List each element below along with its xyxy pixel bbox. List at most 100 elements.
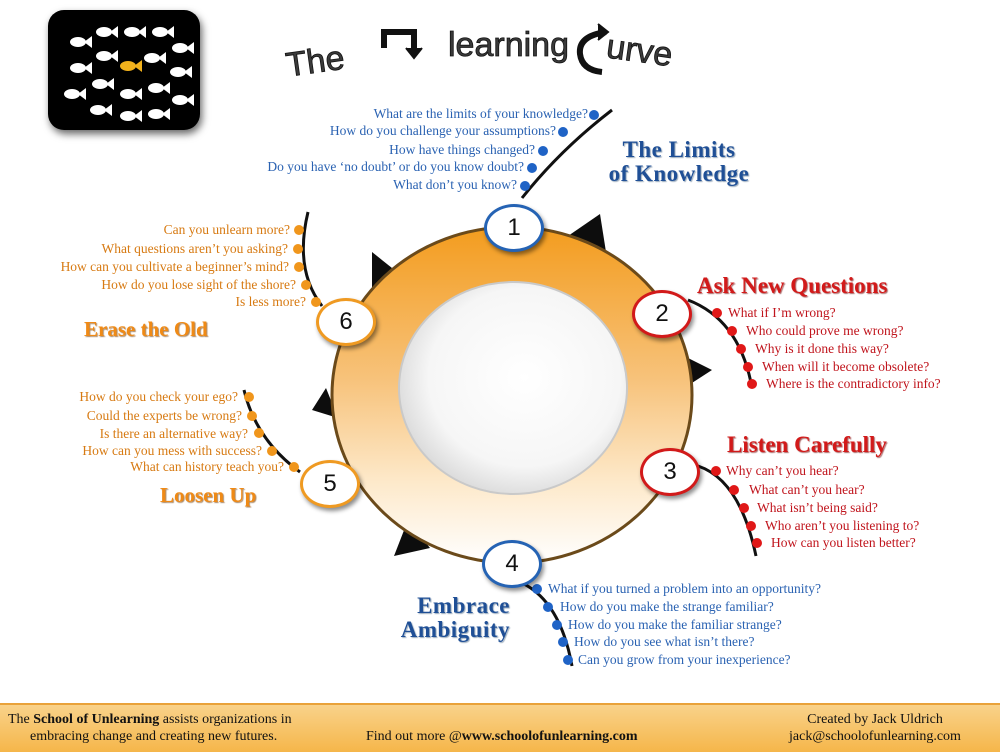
dots-section-3 <box>711 466 762 548</box>
section-1-heading: The Limits of Knowledge <box>604 137 754 187</box>
step-5-circle: 5 <box>300 460 360 508</box>
dots-section-2 <box>712 308 757 389</box>
footer-credit-line1: Created by Jack Uldrich <box>807 712 943 727</box>
section-5-heading: Loosen Up <box>160 483 257 507</box>
footer-website-link[interactable]: www.schoolofunlearning.com <box>461 729 638 744</box>
curve-line-4 <box>519 580 574 667</box>
bullet-dot <box>747 379 757 389</box>
dots-section-1 <box>520 110 599 191</box>
s5-question: How can you mess with success? <box>82 443 262 458</box>
curve-arrow-icon <box>576 23 610 75</box>
bullet-dot <box>543 602 553 612</box>
fish-logo <box>48 10 200 130</box>
bullet-dot <box>532 584 542 594</box>
bullet-dot <box>294 262 304 272</box>
bullet-dot <box>712 308 722 318</box>
footer-find-out: Find out more @www.schoolofunlearning.co… <box>366 728 638 745</box>
footer-find-out-pre: Find out more @ <box>366 729 462 744</box>
bullet-dot <box>301 280 311 290</box>
s6-question: How can you cultivate a beginner’s mind? <box>60 259 289 274</box>
bullet-dot <box>746 521 756 531</box>
s1-question: Do you have ‘no doubt’ or do you know do… <box>267 159 524 174</box>
dots-section-4 <box>532 584 573 665</box>
bullet-dot <box>739 503 749 513</box>
bullet-dot <box>558 637 568 647</box>
fish-icon <box>90 104 112 116</box>
title-word-the: The <box>284 39 347 85</box>
step-6-circle: 6 <box>316 298 376 346</box>
s5-question: Is there an alternative way? <box>99 426 248 441</box>
s3-question: What can’t you hear? <box>749 482 865 497</box>
footer-bar: The School of Unlearning assists organiz… <box>0 703 1000 752</box>
section-1-heading-line2: of Knowledge <box>608 161 750 187</box>
section-4-heading-line1: Embrace <box>417 593 510 618</box>
fish-icon <box>148 82 170 94</box>
s6-question: What questions aren’t you asking? <box>101 241 288 256</box>
bullet-dot <box>558 127 568 137</box>
bullet-dot <box>743 362 753 372</box>
section-6-heading: Erase the Old <box>84 317 208 341</box>
footer-credit: Created by Jack Uldrich jack@schoolofunl… <box>775 711 975 745</box>
s6-question: Can you unlearn more? <box>163 222 290 237</box>
bullet-dot <box>727 326 737 336</box>
fish-icon <box>96 50 118 62</box>
spike <box>568 214 606 252</box>
bullet-dot <box>311 297 321 307</box>
step-2-circle: 2 <box>632 290 692 338</box>
fish-icon <box>172 94 194 106</box>
s1-question: How do you challenge your assumptions? <box>329 123 556 138</box>
bullet-dot <box>254 428 264 438</box>
s4-question: Can you grow from your inexperience? <box>578 652 791 667</box>
s2-question: Who could prove me wrong? <box>746 323 904 338</box>
bullet-dot <box>552 620 562 630</box>
bullet-dot <box>247 411 257 421</box>
s4-question: What if you turned a problem into an opp… <box>548 581 821 596</box>
bullet-dot <box>538 146 548 156</box>
s1-question: How have things changed? <box>389 142 535 157</box>
curve-line-1 <box>520 108 613 199</box>
inner-plate <box>398 281 628 495</box>
bullet-dot <box>294 225 304 235</box>
fish-icon <box>172 42 194 54</box>
bullet-dot <box>736 344 746 354</box>
bullet-dot <box>711 466 721 476</box>
s4-question: How do you make the familiar strange? <box>568 617 782 632</box>
bullet-dot <box>293 244 303 254</box>
bullet-dot <box>752 538 762 548</box>
s3-question: Why can’t you hear? <box>726 463 839 478</box>
curve-line-6 <box>301 211 324 307</box>
section-4-heading-line2: Ambiguity <box>400 617 510 643</box>
title-word-learning: learning <box>448 26 569 64</box>
step-3-circle: 3 <box>640 448 700 496</box>
spike <box>372 252 392 290</box>
s5-question: What can history teach you? <box>130 459 284 474</box>
bullet-dot <box>244 392 254 402</box>
s5-question: How do you check your ego? <box>79 389 238 404</box>
fish-icon <box>92 78 114 90</box>
s2-question: Where is the contradictory info? <box>766 376 941 391</box>
s4-question: How do you make the strange familiar? <box>560 599 774 614</box>
bullet-dot <box>589 110 599 120</box>
footer-about-line1: The School of Unlearning assists organiz… <box>8 711 292 728</box>
section-4-heading: Embrace Ambiguity <box>380 593 510 643</box>
step-4-circle: 4 <box>482 540 542 588</box>
fish-icon <box>120 110 142 122</box>
s6-question: Is less more? <box>235 294 306 309</box>
s3-question: What isn’t being said? <box>757 500 878 515</box>
footer-email-link[interactable]: jack@schoolofunlearning.com <box>789 729 961 744</box>
fish-icon <box>70 36 92 48</box>
fish-icon <box>170 66 192 78</box>
s3-question: How can you listen better? <box>771 535 916 550</box>
fish-icon <box>124 26 146 38</box>
fish-icon <box>148 108 170 120</box>
s2-question: Why is it done this way? <box>755 341 889 356</box>
step-1-circle: 1 <box>484 204 544 252</box>
s2-question: What if I’m wrong? <box>728 305 836 320</box>
footer-about-line2: embracing change and creating new future… <box>30 729 278 744</box>
dots-section-6 <box>293 225 321 307</box>
fish-icon <box>152 26 174 38</box>
s1-question: What don’t you know? <box>393 177 517 192</box>
s6-question: How do you lose sight of the shore? <box>101 277 296 292</box>
fish-icon <box>120 60 142 72</box>
